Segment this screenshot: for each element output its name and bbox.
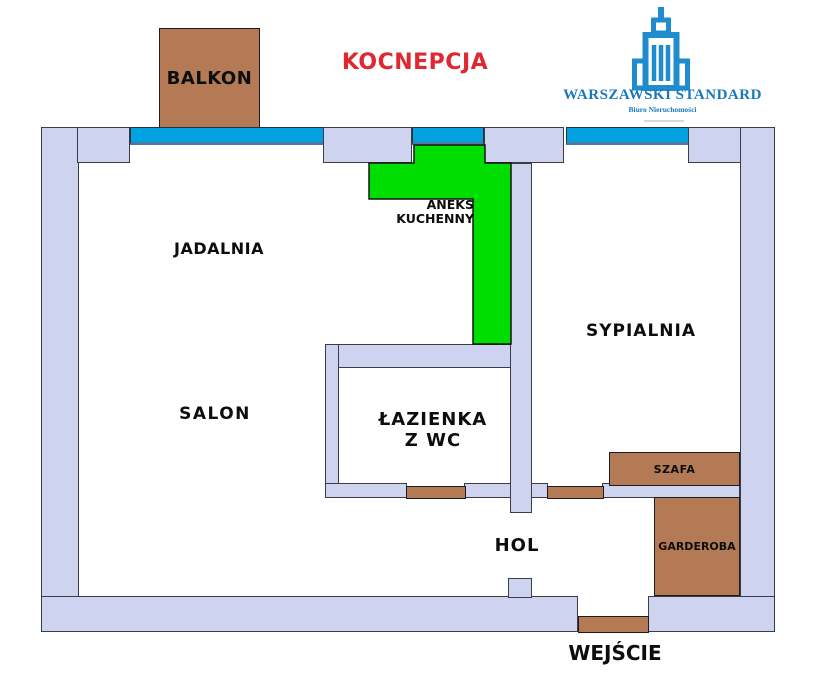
wall-hall-stub — [508, 578, 532, 598]
window-bedroom — [566, 127, 689, 145]
wall-bathroom-top — [325, 344, 511, 368]
logo-brand-text: WARSZAWSKI STANDARD — [563, 87, 762, 103]
kitchen-annex-area — [368, 144, 512, 345]
room-label-aneks-kuchenny: ANEKS KUCHENNY — [374, 198, 474, 226]
aneks-line2: KUCHENNY — [396, 211, 474, 226]
aneks-line1: ANEKS — [426, 197, 474, 212]
plan-title: KOCNEPCJA — [341, 50, 489, 75]
room-label-lazienka: ŁAZIENKA Z WC — [358, 409, 508, 451]
room-label-jadalnia: JADALNIA — [174, 239, 264, 258]
wall-hall-band-b — [464, 483, 511, 498]
balcony: BALKON — [159, 28, 260, 128]
room-label-salon: SALON — [179, 404, 251, 424]
wall-bottom-left — [41, 596, 578, 632]
wall-bottom-right — [648, 596, 775, 632]
entrance-label-wejscie: WEJŚCIE — [568, 641, 662, 665]
garderoba-label: GARDEROBA — [658, 540, 736, 553]
wall-left — [41, 127, 79, 632]
lazienka-line2: Z WC — [404, 430, 462, 451]
logo-building-icon — [632, 7, 690, 91]
door-entrance — [578, 616, 649, 633]
wardrobe-szafa: SZAFA — [609, 452, 740, 486]
wall-bathroom-left — [325, 344, 339, 498]
logo-tagline: Biuro Nieruchomości — [628, 105, 697, 114]
wall-hall-band-a — [325, 483, 407, 498]
logo-underline — [644, 120, 684, 122]
wall-right — [740, 127, 775, 632]
room-label-hol: HOL — [494, 535, 540, 556]
wall-bedroom-divider — [510, 163, 532, 513]
wall-hall-band-c — [531, 483, 548, 498]
lazienka-line1: ŁAZIENKA — [378, 409, 488, 430]
balcony-label: BALKON — [166, 67, 253, 89]
wall-top-block-2 — [323, 127, 412, 163]
walk-in-closet-garderoba: GARDEROBA — [654, 497, 740, 596]
wall-top-block-3 — [484, 127, 564, 163]
szafa-label: SZAFA — [653, 462, 696, 476]
door-bedroom — [547, 486, 604, 499]
room-label-sypialnia: SYPIALNIA — [585, 321, 697, 341]
window-kitchen — [412, 127, 484, 145]
wall-top-left-block — [77, 127, 130, 163]
door-bathroom — [406, 486, 466, 499]
window-living-room — [130, 127, 324, 145]
